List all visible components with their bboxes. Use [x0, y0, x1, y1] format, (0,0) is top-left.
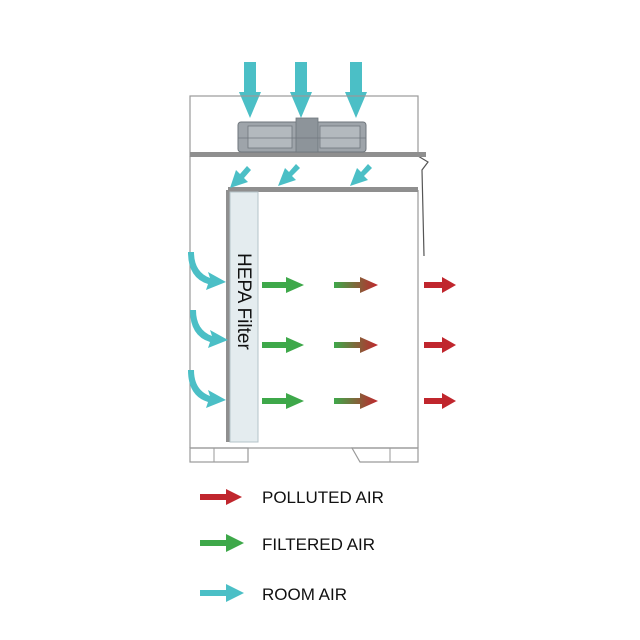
red-arrow-icon — [200, 489, 242, 505]
legend-item-room: ROOM AIR — [200, 584, 347, 604]
legend-item-polluted: POLLUTED AIR — [200, 488, 384, 507]
hepa-filter-label: HEPA Filter — [233, 253, 254, 350]
filtered-arrow-row3 — [262, 393, 304, 409]
room-air-intake-arrows — [239, 62, 367, 118]
transition-arrow-row1 — [334, 277, 378, 293]
intake-arrow-2 — [290, 62, 312, 118]
fan-shelf — [190, 152, 426, 157]
room-air-downflow-arrows — [230, 164, 372, 188]
transition-arrow-row3 — [334, 393, 378, 409]
curved-arrow-2 — [190, 310, 228, 348]
transition-air-arrows — [334, 277, 378, 409]
cabinet-body — [189, 95, 429, 463]
polluted-air-arrows — [424, 277, 456, 409]
filtered-arrow-row1 — [262, 277, 304, 293]
front-sash — [417, 155, 429, 257]
cyan-arrow-icon — [200, 584, 244, 602]
filtered-air-arrows — [262, 277, 304, 409]
legend-item-filtered: FILTERED AIR — [200, 534, 375, 554]
polluted-arrow-row1 — [424, 277, 456, 293]
left-base-foot — [189, 447, 249, 463]
filtered-arrow-row2 — [262, 337, 304, 353]
intake-arrow-3 — [345, 62, 367, 118]
legend-label-filtered: FILTERED AIR — [262, 535, 375, 554]
polluted-arrow-row3 — [424, 393, 456, 409]
curved-arrow-1 — [188, 252, 226, 290]
downflow-arrow-3 — [350, 164, 372, 186]
intake-arrow-1 — [239, 62, 261, 118]
downflow-arrow-2 — [278, 164, 300, 186]
downflow-arrow-1 — [230, 166, 251, 188]
hepa-filter: HEPA Filter — [226, 190, 259, 443]
blower-fan-unit — [237, 117, 367, 153]
curved-arrow-3 — [188, 370, 226, 408]
polluted-arrow-row2 — [424, 337, 456, 353]
green-arrow-icon — [200, 534, 244, 552]
room-air-curved-arrows — [188, 252, 228, 408]
legend-label-polluted: POLLUTED AIR — [262, 488, 384, 507]
legend: POLLUTED AIR FILTERED AIR ROOM AIR — [200, 488, 384, 604]
transition-arrow-row2 — [334, 337, 378, 353]
legend-label-room: ROOM AIR — [262, 585, 347, 604]
work-chamber-top — [228, 187, 418, 192]
right-base-foot — [350, 447, 419, 463]
